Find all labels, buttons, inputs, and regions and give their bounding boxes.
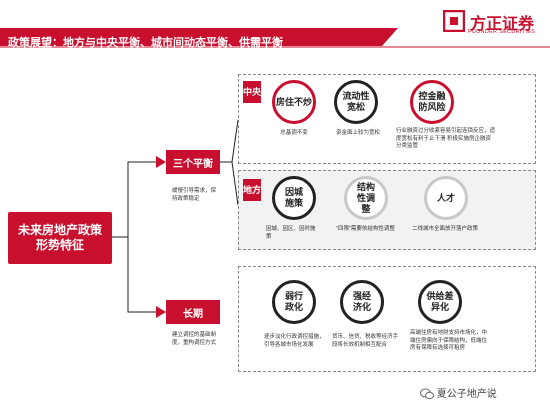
local-tab: 地方 xyxy=(243,179,261,201)
central-item-3-desc: 行业融资过分收紧容易引起连锁反应，适度宽松有利于止下滑 积极实施房企融资分类监管 xyxy=(396,128,496,149)
local-item-2-title: 结构性调整 xyxy=(356,181,375,214)
page-title: 政策展望：地方与中央平衡、城市间动态平衡、供需平衡 xyxy=(8,37,283,49)
central-item-3-circle: 控金融防风险 xyxy=(410,80,454,124)
long-term-item-2-title: 强经济化 xyxy=(352,291,371,312)
local-item-2-desc: "四限"需要依结构性调整 xyxy=(336,226,395,232)
branch-three-balances-label: 三个平衡 xyxy=(173,158,213,170)
local-item-1-title: 因城施策 xyxy=(284,187,303,208)
logo-subtitle: FOUNDER SECURITIES xyxy=(468,29,536,35)
long-term-item-3-title: 供给差异化 xyxy=(426,291,454,312)
root-node: 未来房地产政策形势特征 xyxy=(8,212,112,264)
central-tab: 中央 xyxy=(243,81,261,103)
local-item-1-circle: 因城施策 xyxy=(272,176,316,220)
logo-name: 方正证券 xyxy=(470,16,535,33)
wechat-icon xyxy=(420,388,434,400)
long-term-item-3-desc: 高端住房有地财支持市场化，中端住房偏向于保障结构，低端住房有保障有选择可租房 xyxy=(410,330,488,351)
long-term-item-3-circle: 供给差异化 xyxy=(418,280,462,324)
central-item-1-title: 房住不炒 xyxy=(275,96,312,107)
branch-three-balances: 三个平衡 xyxy=(166,150,220,174)
central-item-1-desc: 总基调不变 xyxy=(280,130,308,136)
header-bar xyxy=(0,28,550,48)
long-term-item-1-title: 弱行政化 xyxy=(284,291,303,312)
branch-long-term-label: 长期 xyxy=(183,308,203,320)
watermark-text: 夏公子地产说 xyxy=(436,389,497,400)
branch-long-term: 长期 xyxy=(166,300,220,324)
local-item-3-circle: 人才 xyxy=(424,176,468,220)
local-item-2-circle: 结构性调整 xyxy=(344,176,388,220)
central-item-2-circle: 流动性宽松 xyxy=(334,80,378,124)
watermark: 夏公子地产说 xyxy=(420,385,497,400)
local-item-3-title: 人才 xyxy=(436,192,455,203)
root-label: 未来房地产政策形势特征 xyxy=(17,223,102,252)
central-item-3-title: 控金融防风险 xyxy=(418,91,446,112)
central-item-1-circle: 房住不炒 xyxy=(272,80,316,124)
local-item-3-desc: 二线城市全面放开落户政策 xyxy=(412,226,479,232)
long-term-item-2-circle: 强经济化 xyxy=(340,280,384,324)
central-item-2-title: 流动性宽松 xyxy=(342,91,370,112)
central-item-2-desc: 资金面上较为宽松 xyxy=(335,130,380,136)
founder-logo-icon xyxy=(443,10,465,32)
long-term-item-1-circle: 弱行政化 xyxy=(272,280,316,324)
branch-long-term-note: 建立调控的基础制度，重构调控方式 xyxy=(172,332,217,346)
long-term-item-2-desc: 货币、信贷、税收等经济手段将长效机制相互配合 xyxy=(332,334,399,348)
long-term-item-1-desc: 逐步淡化行政调控措施，引导各城市场化发展 xyxy=(264,334,325,348)
branch-three-balances-note: 缓慢引导需求，保持政策稳定 xyxy=(172,188,217,202)
local-item-1-desc: 因城、因区、因时施策 xyxy=(266,226,316,240)
